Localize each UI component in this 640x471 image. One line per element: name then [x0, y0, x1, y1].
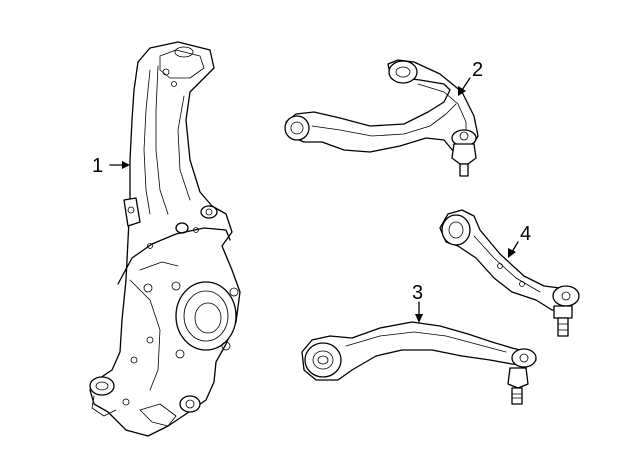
callout-3-label: 3 — [412, 282, 423, 304]
callout-4: 4 — [508, 223, 531, 258]
callout-3: 3 — [412, 282, 423, 323]
callout-2: 2 — [458, 59, 483, 96]
callout-2-label: 2 — [472, 59, 483, 81]
upper-control-arm-icon — [284, 59, 479, 177]
lower-rear-control-arm-icon — [301, 321, 537, 405]
callout-1-label: 1 — [92, 155, 103, 177]
callout-1: 1 — [92, 155, 130, 177]
lower-front-control-arm-icon — [439, 209, 580, 337]
callout-4-label: 4 — [520, 223, 531, 245]
steering-knuckle-icon — [89, 41, 241, 437]
